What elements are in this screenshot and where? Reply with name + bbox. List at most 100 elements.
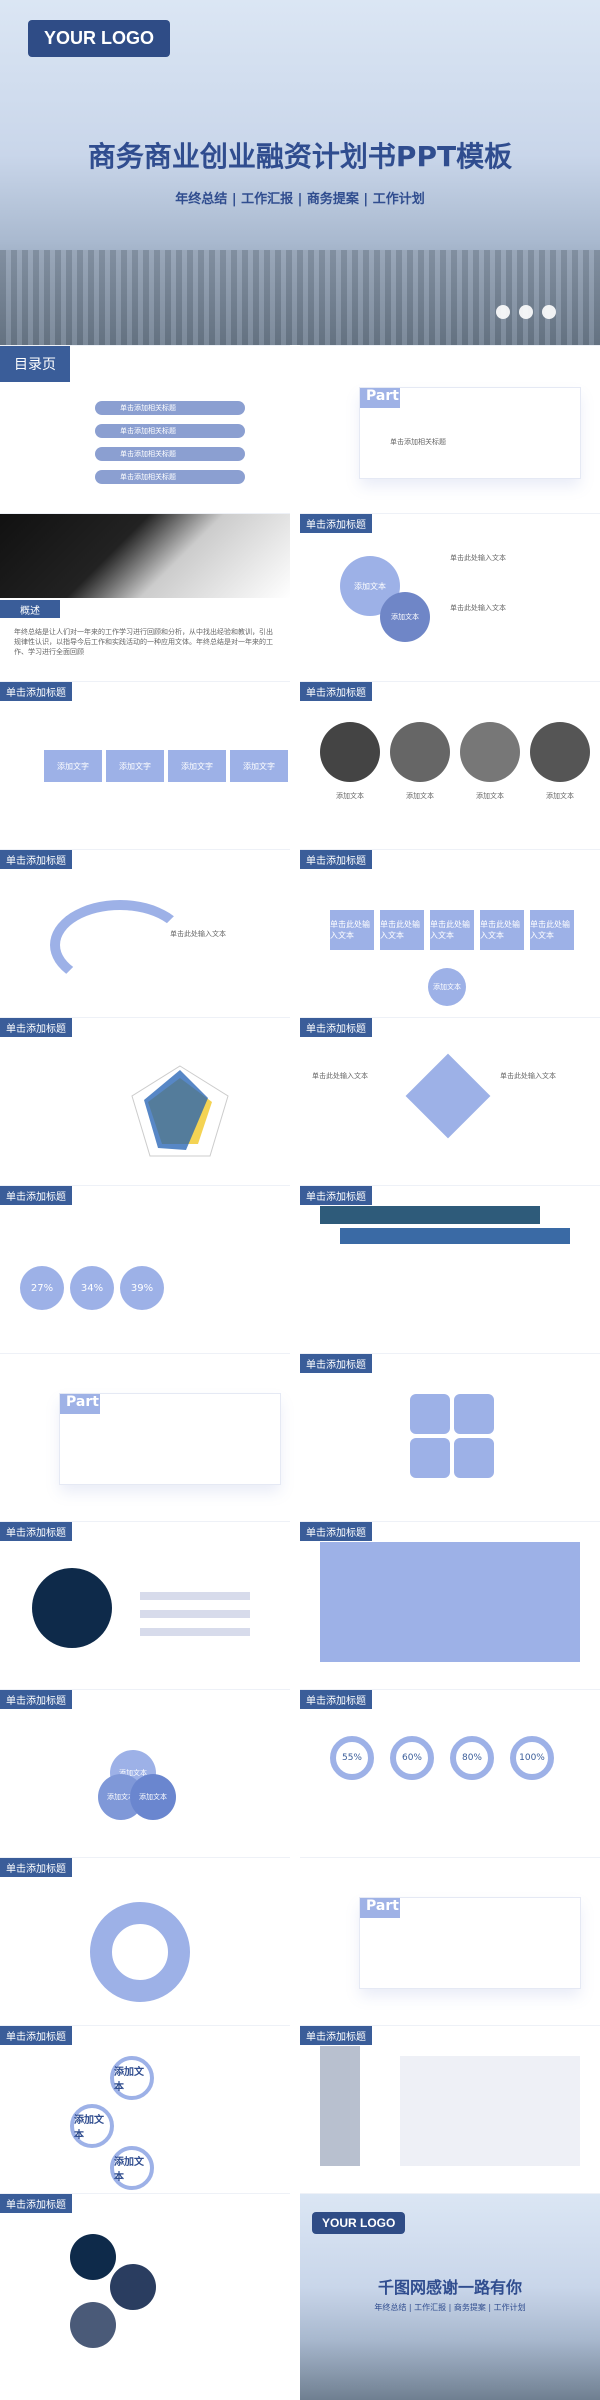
text-card: 添加文字 xyxy=(168,750,226,782)
pin-text: 单击此处输入文本 xyxy=(450,554,506,562)
slide-header: 单击添加标题 xyxy=(300,1690,372,1709)
logo: YOUR LOGO xyxy=(28,20,171,57)
stat-circle: 39% xyxy=(120,1266,164,1310)
map-slide: 单击添加标题 添加文本 添加文本 单击此处输入文本 单击此处输入文本 xyxy=(300,513,600,681)
boxes-slide: 单击添加标题 添加文字 添加文字 添加文字 添加文字 xyxy=(0,681,290,849)
diamond-text: 单击此处输入文本 xyxy=(312,1072,368,1080)
progress-ring: 100% xyxy=(510,1736,554,1780)
bubble: 添加文本 xyxy=(110,2146,154,2190)
arrow-text: 单击此处输入文本 xyxy=(170,930,226,938)
slide-header: 单击添加标题 xyxy=(300,1354,372,1373)
overview-label: 概述 xyxy=(0,600,60,618)
progress-ring: 60% xyxy=(390,1736,434,1780)
photo xyxy=(460,722,520,782)
slide-header: 单击添加标题 xyxy=(0,682,72,701)
diamond-text: 单击此处输入文本 xyxy=(500,1072,556,1080)
bubble: 添加文本 xyxy=(70,2104,114,2148)
overview-text: 年终总结是让人们对一年来的工作学习进行回顾和分析，从中找出经验和教训，引出规律性… xyxy=(14,628,273,656)
slide-header: 单击添加标题 xyxy=(300,850,372,869)
logo: YOUR LOGO xyxy=(312,2212,406,2234)
bubble: 添加文本 xyxy=(110,2056,154,2100)
person xyxy=(320,2046,360,2166)
venn-slide: 单击添加标题 添加文本 添加文本 添加文本 xyxy=(0,1689,290,1857)
text-card: 添加文字 xyxy=(44,750,102,782)
text-card: 添加文字 xyxy=(106,750,164,782)
skyline xyxy=(0,250,600,345)
radar-slide: 单击添加标题 xyxy=(0,1017,290,1185)
closing-left: 单击添加标题 xyxy=(0,2193,290,2400)
arrow-shape xyxy=(50,900,190,990)
photo xyxy=(530,722,590,782)
slide-header: 单击添加标题 xyxy=(300,514,372,533)
hero-image xyxy=(0,514,290,598)
stat-circle: 34% xyxy=(70,1266,114,1310)
slide-header: 单击添加标题 xyxy=(0,2026,72,2045)
arrows-slide: 单击添加标题 单击此处输入文本 xyxy=(0,849,290,1017)
slide-header: 单击添加标题 xyxy=(300,682,372,701)
slide-header: 单击添加标题 xyxy=(0,1690,72,1709)
slide-dot[interactable] xyxy=(519,305,533,319)
photo-caption: 添加文本 xyxy=(476,792,504,800)
photo-grid xyxy=(320,1542,580,1662)
radar-chart xyxy=(120,1058,240,1168)
slide-header: 单击添加标题 xyxy=(0,1018,72,1037)
part3-slide: Part xyxy=(300,1857,600,2025)
toc-item[interactable]: 单击添加相关标题 xyxy=(95,424,245,438)
bars-slide: 单击添加标题 xyxy=(300,2025,600,2193)
flow-card: 单击此处输入文本 xyxy=(430,910,474,950)
stat-circle: 27% xyxy=(20,1266,64,1310)
diamond xyxy=(405,1053,491,1139)
toc-label: 目录页 xyxy=(0,346,70,382)
toc-item[interactable]: 单击添加相关标题 xyxy=(95,401,245,415)
overview-slide: 概述 年终总结是让人们对一年来的工作学习进行回顾和分析，从中找出经验和教训，引出… xyxy=(0,513,290,681)
slide-header: 单击添加标题 xyxy=(0,2194,72,2213)
progress-track xyxy=(140,1592,250,1600)
slide-header: 单击添加标题 xyxy=(300,1186,372,1205)
page-title: 商务商业创业融资计划书PPT模板 xyxy=(87,140,513,173)
photo xyxy=(390,722,450,782)
thanks-title: 千图网感谢一路有你 xyxy=(377,2278,522,2297)
slide-header: 单击添加标题 xyxy=(300,1522,372,1541)
progress-ring: 55% xyxy=(330,1736,374,1780)
hero-slide: YOUR LOGO 商务商业创业融资计划书PPT模板 年终总结 | 工作汇报 |… xyxy=(0,0,600,345)
toc-item[interactable]: 单击添加相关标题 xyxy=(95,447,245,461)
globe xyxy=(32,1568,112,1648)
toc-slide: 目录页 单击添加相关标题 单击添加相关标题 单击添加相关标题 单击添加相关标题 xyxy=(0,345,290,513)
part-label: Part xyxy=(60,1394,100,1414)
text-bubbles-slide: 单击添加标题 添加文本 添加文本 添加文本 xyxy=(0,2025,290,2193)
photo xyxy=(110,2264,156,2310)
progress-track xyxy=(140,1628,250,1636)
bar-chart xyxy=(400,2056,580,2166)
slide-dot[interactable] xyxy=(542,305,556,319)
quad xyxy=(410,1394,450,1434)
progress-ring: 80% xyxy=(450,1736,494,1780)
text-card: 添加文字 xyxy=(230,750,288,782)
timeline-bar xyxy=(340,1228,570,1244)
flow-card: 单击此处输入文本 xyxy=(330,910,374,950)
flow-center: 添加文本 xyxy=(428,968,466,1006)
thanks-sub: 年终总结 | 工作汇报 | 商务提案 | 工作计划 xyxy=(374,2303,526,2312)
quad xyxy=(454,1394,494,1434)
closing-right: YOUR LOGO 千图网感谢一路有你 年终总结 | 工作汇报 | 商务提案 |… xyxy=(300,2193,600,2400)
ring xyxy=(90,1902,190,2002)
slide-header: 单击添加标题 xyxy=(0,1522,72,1541)
slide-header: 单击添加标题 xyxy=(0,850,72,869)
photos-slide: 单击添加标题 添加文本 添加文本 添加文本 添加文本 xyxy=(300,681,600,849)
photo xyxy=(320,722,380,782)
part-label: Part xyxy=(360,1898,400,1918)
photo-caption: 添加文本 xyxy=(336,792,364,800)
slide-dot[interactable] xyxy=(496,305,510,319)
photo-caption: 添加文本 xyxy=(406,792,434,800)
progress-track xyxy=(140,1610,250,1618)
stats-slide: 单击添加标题 27% 34% 39% xyxy=(0,1185,290,1353)
pin-text: 单击此处输入文本 xyxy=(450,604,506,612)
part-label: Part xyxy=(360,388,400,408)
diamond-slide: 单击添加标题 单击此处输入文本 单击此处输入文本 xyxy=(300,1017,600,1185)
photo xyxy=(70,2302,116,2348)
photo xyxy=(70,2234,116,2280)
flow-slide: 单击添加标题 单击此处输入文本 单击此处输入文本 单击此处输入文本 单击此处输入… xyxy=(300,849,600,1017)
toc-item[interactable]: 单击添加相关标题 xyxy=(95,470,245,484)
subtitle: 年终总结 | 工作汇报 | 商务提案 | 工作计划 xyxy=(175,192,425,207)
slide-header: 单击添加标题 xyxy=(300,1018,372,1037)
